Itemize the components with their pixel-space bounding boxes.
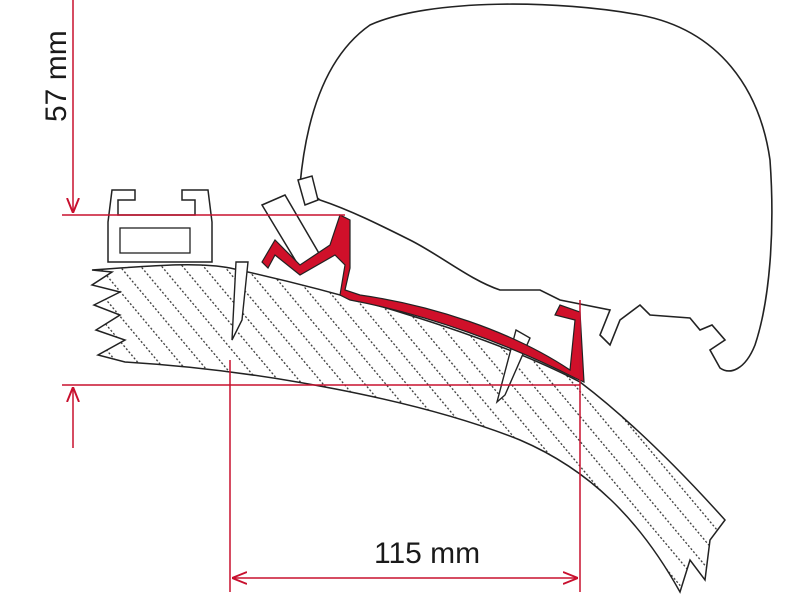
vehicle-roof-section [90,263,726,594]
width-dimension-label: 115 mm [374,537,480,570]
height-dimension [62,0,580,448]
left-rail-profile [107,189,213,263]
awning-housing [299,3,773,372]
height-dimension-label: 57 mm [40,30,73,122]
left-rail-inner [119,227,191,254]
adapter-profile [261,214,585,383]
width-dimension [229,300,581,592]
left-screw [231,261,249,341]
